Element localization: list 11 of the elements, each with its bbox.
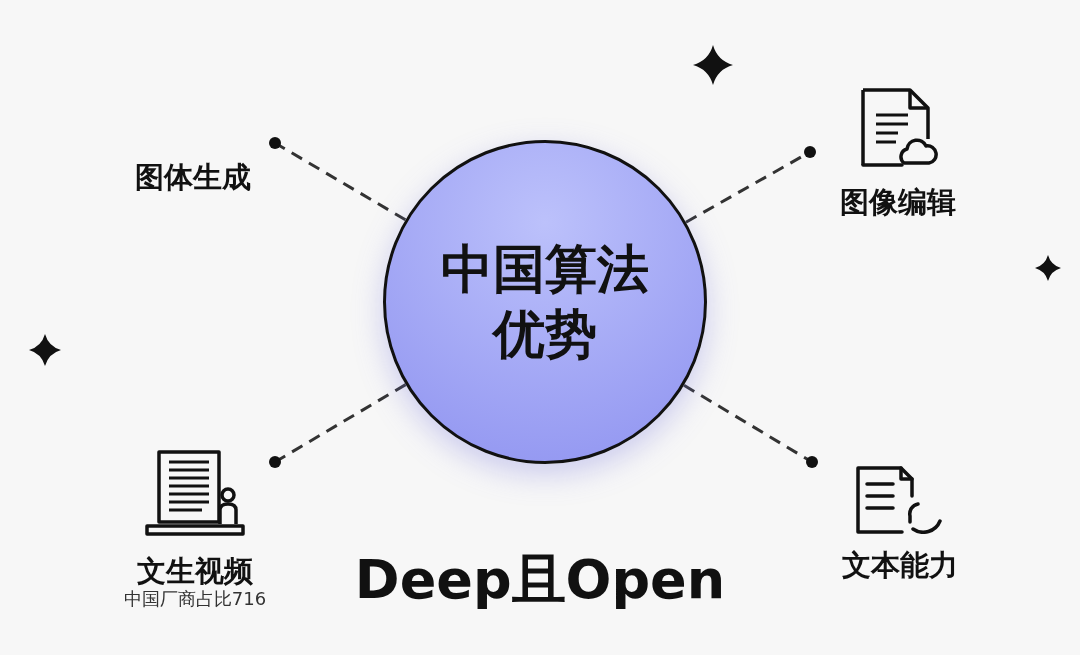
slogan-text: Deep且Open xyxy=(354,546,726,613)
feature-title: 图体生成 xyxy=(134,160,251,195)
dashed-connector xyxy=(683,384,818,468)
center-title: 中国算法优势 xyxy=(440,238,650,366)
dashed-connector xyxy=(269,383,407,468)
feature-title: 图像编辑 xyxy=(839,185,956,220)
dashed-connector xyxy=(685,146,816,224)
dashed-connector xyxy=(269,137,407,222)
feature-title: 文生视频 xyxy=(137,553,253,589)
feature-subtitle: 中国厂商占比716 xyxy=(123,588,267,610)
feature-title: 文本能力 xyxy=(841,548,958,583)
